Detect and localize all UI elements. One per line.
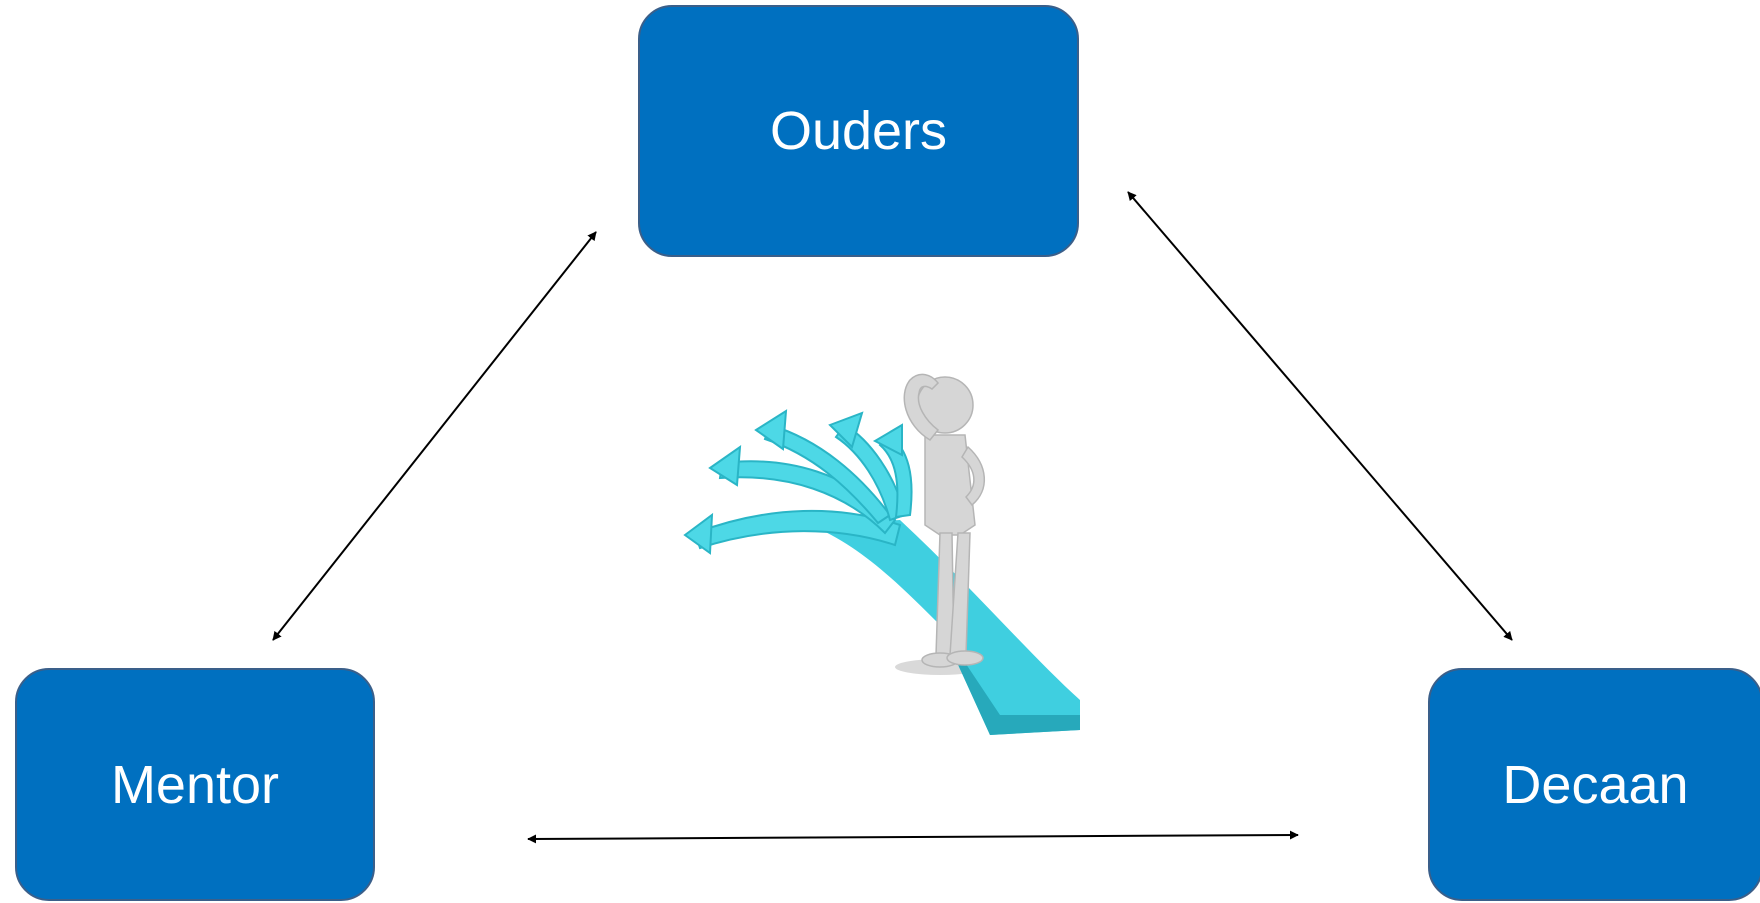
connector-ouders-decaan (1127, 191, 1513, 641)
decaan-node: Decaan (1428, 668, 1760, 901)
ouders-label: Ouders (769, 101, 948, 161)
connector-mentor-decaan (527, 830, 1299, 844)
mentor-node: Mentor (15, 668, 375, 901)
connector-mentor-ouders (272, 231, 597, 641)
thinking-person-at-crossroads-icon (683, 373, 1080, 735)
decaan-label: Decaan (1502, 754, 1689, 815)
ouders-node: Ouders (638, 5, 1079, 257)
mentor-label: Mentor (110, 754, 280, 815)
